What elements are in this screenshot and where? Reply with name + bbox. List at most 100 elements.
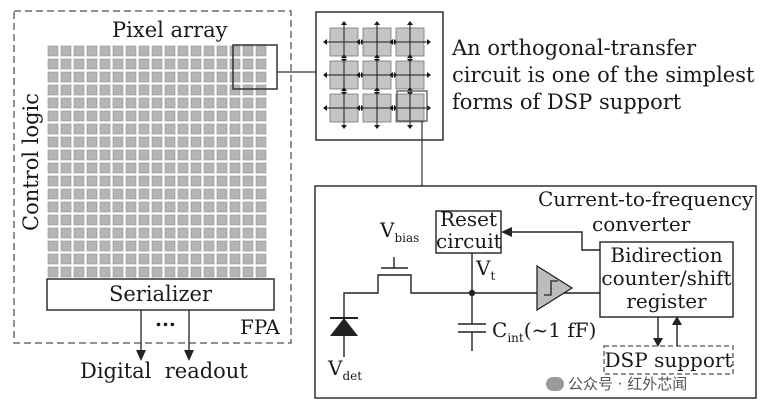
zoom-source-box — [232, 44, 278, 90]
pixel-cell — [242, 253, 254, 265]
pixel-cell — [73, 188, 85, 200]
transfer-arrowhead — [374, 21, 380, 25]
pixel-cell — [190, 175, 202, 187]
fpa-outline — [13, 10, 292, 344]
pixel-cell — [164, 240, 176, 252]
pixel-cell — [125, 110, 137, 122]
pixel-cell — [177, 227, 189, 239]
pixel-cell — [203, 175, 215, 187]
vbias-sub: bias — [394, 231, 420, 245]
pixel-cell — [216, 71, 228, 83]
pixel-cell — [138, 266, 150, 278]
pixel-cell — [255, 175, 267, 187]
pixel-cell — [99, 97, 111, 109]
pixel-cell — [229, 201, 241, 213]
pixel-cell — [60, 175, 72, 187]
pixel-cell — [164, 123, 176, 135]
pixel-cell — [216, 97, 228, 109]
pixel-cell — [203, 201, 215, 213]
pixel-cell — [112, 175, 124, 187]
converter-title-line-2: converter — [592, 212, 691, 236]
pixel-cell — [86, 97, 98, 109]
pixel-cell — [138, 253, 150, 265]
transfer-arrowhead — [341, 54, 347, 58]
pixel-cell — [164, 201, 176, 213]
pixel-cell — [112, 201, 124, 213]
pixel-cell — [229, 266, 241, 278]
pixel-cell — [99, 253, 111, 265]
pixel-cell — [125, 84, 137, 96]
pixel-cell — [151, 71, 163, 83]
pixel-cell — [138, 175, 150, 187]
pixel-cell — [112, 266, 124, 278]
pixel-cell — [190, 45, 202, 57]
pixel-cell — [242, 110, 254, 122]
pixel-cell — [190, 162, 202, 174]
serializer-box — [46, 278, 275, 311]
pixel-cell — [242, 71, 254, 83]
pixel-cell — [112, 136, 124, 148]
pixel-cell — [112, 188, 124, 200]
pixel-cell — [138, 58, 150, 70]
reset-label-line-1: Reset — [439, 207, 498, 231]
pixel-cell — [229, 58, 241, 70]
pixel-cell — [47, 240, 59, 252]
pixel-cell — [151, 136, 163, 148]
pixel-cell — [99, 149, 111, 161]
pixel-cell — [86, 45, 98, 57]
pixel-cell — [229, 123, 241, 135]
vt-sub: t — [490, 269, 496, 283]
pixel-cell — [203, 253, 215, 265]
pixel-cell — [216, 45, 228, 57]
digital-readout-label: Digital readout — [80, 359, 248, 383]
pixel-cell — [47, 97, 59, 109]
pixel-cell — [73, 58, 85, 70]
pixel-cell — [125, 266, 137, 278]
pixel-cell — [177, 71, 189, 83]
pixel-cell — [86, 214, 98, 226]
pixel-cell — [99, 266, 111, 278]
pixel-cell — [60, 266, 72, 278]
pixel-cell — [229, 45, 241, 57]
pixel-cell — [60, 227, 72, 239]
counter-label: Bidirection counter/shift register — [600, 244, 733, 313]
pixel-cell — [151, 84, 163, 96]
caption-line-1: An orthogonal-transfer — [452, 36, 697, 60]
pixel-cell — [125, 45, 137, 57]
pixel-cell — [164, 175, 176, 187]
pixel-cell — [73, 149, 85, 161]
pixel-cell — [229, 149, 241, 161]
pixel-cell — [47, 123, 59, 135]
transfer-arrowhead — [356, 105, 360, 111]
pixel-cell — [242, 175, 254, 187]
pixel-cell — [125, 149, 137, 161]
pixel-cell — [138, 162, 150, 174]
transfer-arrowhead — [356, 39, 360, 45]
caption-line-3: forms of DSP support — [452, 90, 682, 114]
pixel-cell — [112, 253, 124, 265]
pixel-cell — [60, 110, 72, 122]
pixel-cell — [203, 58, 215, 70]
pixel-cell — [203, 149, 215, 161]
pixel-cell — [86, 162, 98, 174]
pixel-cell — [229, 97, 241, 109]
pixel-cell — [86, 149, 98, 161]
transfer-arrowhead — [323, 72, 327, 78]
wechat-icon — [546, 377, 564, 391]
pixel-cell — [112, 97, 124, 109]
pixel-cell — [99, 162, 111, 174]
pixel-cell — [151, 188, 163, 200]
transfer-arrowhead — [427, 72, 431, 78]
dsp-box — [603, 345, 734, 375]
pixel-cell — [60, 214, 72, 226]
pixel-cell — [86, 136, 98, 148]
pixel-cell — [177, 253, 189, 265]
pixel-cell — [47, 188, 59, 200]
vbias-label: Vbias — [380, 218, 419, 245]
pixel-cell — [60, 136, 72, 148]
pixel-cell — [216, 58, 228, 70]
transfer-arrowhead — [407, 21, 413, 25]
cint-main: C — [492, 318, 508, 342]
pixel-cell — [151, 266, 163, 278]
pixel-cell — [164, 58, 176, 70]
